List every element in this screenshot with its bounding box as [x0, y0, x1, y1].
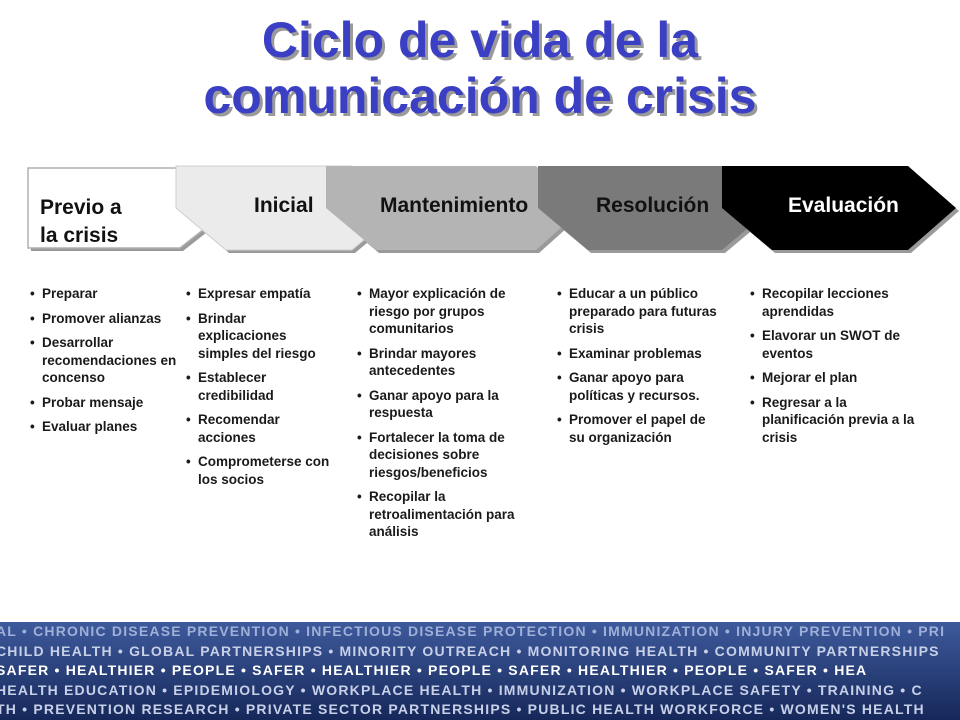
- list-item: Promover alianzas: [30, 310, 180, 328]
- list-item: Probar mensaje: [30, 394, 180, 412]
- list-item: Preparar: [30, 285, 180, 303]
- list-item: Ganar apoyo para políticas y recursos.: [557, 369, 722, 404]
- list-item: Evaluar planes: [30, 418, 180, 436]
- arrow-evaluacion: [722, 166, 956, 250]
- list-previo: Preparar Promover alianzas Desarrollar r…: [30, 285, 180, 443]
- list-item: Ganar apoyo para la respuesta: [357, 387, 522, 422]
- footer-banner: AL • CHRONIC DISEASE PREVENTION • INFECT…: [0, 622, 960, 720]
- title-line-2: comunicación de crisis: [203, 68, 757, 124]
- list-inicial: Expresar empatía Brindar explicaciones s…: [186, 285, 331, 495]
- stage-label-mantenimiento: Mantenimiento: [380, 194, 529, 217]
- list-item: Brindar explicaciones simples del riesgo: [186, 310, 331, 363]
- arrow-mantenimiento: [326, 166, 583, 250]
- banner-row: HEALTH EDUCATION • EPIDEMIOLOGY • WORKPL…: [0, 681, 923, 698]
- banner-row: TH • PREVENTION RESEARCH • PRIVATE SECTO…: [0, 701, 925, 718]
- list-item: Expresar empatía: [186, 285, 331, 303]
- list-item: Elavorar un SWOT de eventos: [750, 327, 930, 362]
- list-item: Mejorar el plan: [750, 369, 930, 387]
- banner-row: CHILD HEALTH • GLOBAL PARTNERSHIPS • MIN…: [0, 642, 940, 659]
- list-evaluacion: Recopilar lecciones aprendidas Elavorar …: [750, 285, 930, 453]
- list-item: Recopilar la retroalimentación para anál…: [357, 488, 522, 541]
- list-item: Establecer credibilidad: [186, 369, 331, 404]
- stage-label-resolucion: Resolución: [596, 194, 710, 217]
- stage-label-evaluacion: Evaluación: [788, 194, 899, 217]
- list-resolucion: Educar a un público preparado para futur…: [557, 285, 722, 453]
- list-item: Recopilar lecciones aprendidas: [750, 285, 930, 320]
- list-item: Promover el papel de su organización: [557, 411, 722, 446]
- lifecycle-arrows: [27, 165, 959, 253]
- title-line-1: Ciclo de vida de la: [261, 12, 699, 68]
- list-mantenimiento: Mayor explicación de riesgo por grupos c…: [357, 285, 522, 548]
- banner-row: SAFER • HEALTHIER • PEOPLE • SAFER • HEA…: [0, 662, 868, 679]
- banner-row: AL • CHRONIC DISEASE PREVENTION • INFECT…: [0, 623, 946, 639]
- list-item: Comprometerse con los socios: [186, 453, 331, 488]
- list-item: Educar a un público preparado para futur…: [557, 285, 722, 338]
- list-item: Desarrollar recomendaciones en concenso: [30, 334, 180, 387]
- arrow-resolucion: [538, 166, 772, 250]
- slide-title: Ciclo de vida de la comunicación de cris…: [0, 12, 960, 124]
- list-item: Examinar problemas: [557, 345, 722, 363]
- list-item: Recomendar acciones: [186, 411, 331, 446]
- list-item: Regresar a la planificación previa a la …: [750, 394, 930, 447]
- stage-label-inicial: Inicial: [254, 194, 314, 217]
- list-item: Fortalecer la toma de decisiones sobre r…: [357, 429, 522, 482]
- list-item: Mayor explicación de riesgo por grupos c…: [357, 285, 522, 338]
- list-item: Brindar mayores antecedentes: [357, 345, 522, 380]
